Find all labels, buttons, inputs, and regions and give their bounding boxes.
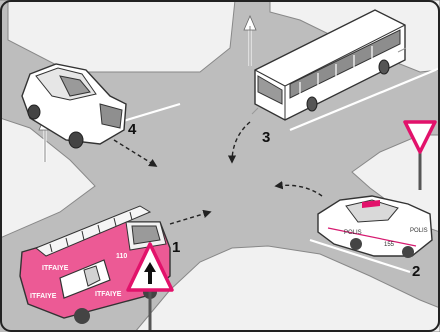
vehicle-number-2: 2 — [412, 263, 420, 280]
fire-truck-decal-side: ITFAIYE — [42, 265, 69, 272]
police-car-decal-rear: POLIS — [410, 228, 428, 234]
vehicle-number-4: 4 — [128, 121, 137, 138]
fire-truck-decal-rear: ITFAIYE — [30, 293, 57, 300]
fire-truck-decal-main: ITFAIYE — [95, 291, 122, 298]
vehicle-number-3: 3 — [262, 129, 270, 146]
police-car-decal: POLIS — [344, 230, 362, 236]
vehicle-number-1: 1 — [172, 239, 180, 256]
license-plate: 155 — [384, 242, 395, 248]
fire-truck-badge: 110 — [116, 253, 127, 260]
